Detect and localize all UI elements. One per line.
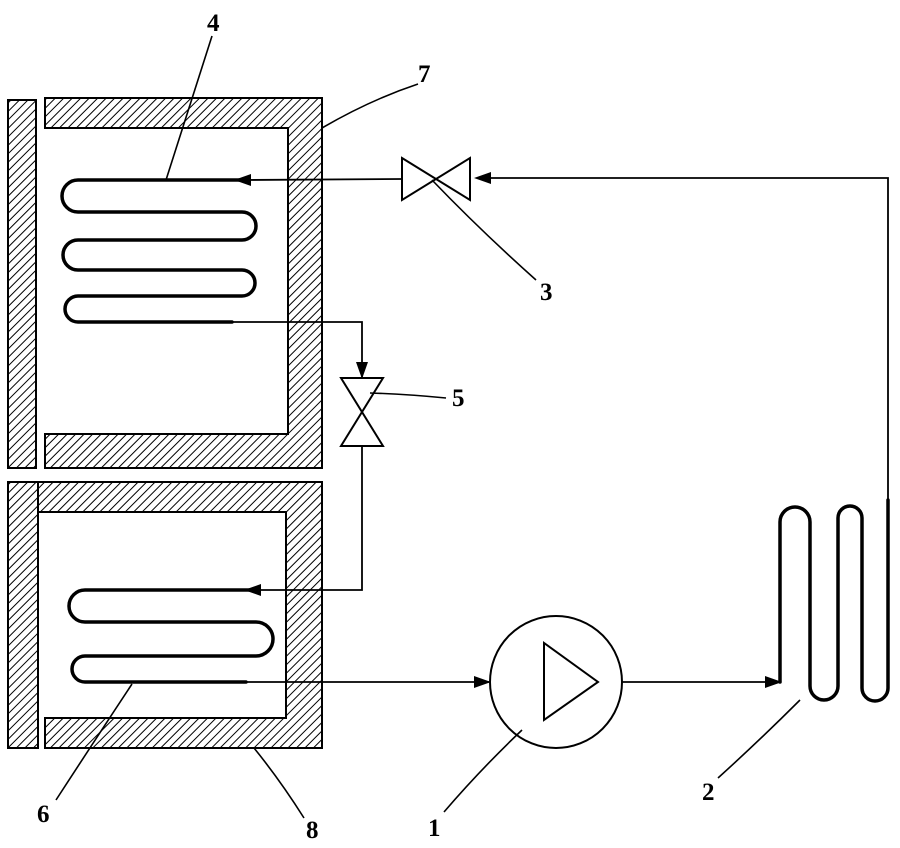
upper-compartment-door <box>7 99 37 469</box>
leader-line-7 <box>321 83 419 129</box>
arrow-left-into-valve-3 <box>474 172 491 184</box>
pipe-upper-coil-to-valve-5 <box>230 321 363 378</box>
lower-evaporator-coil <box>67 588 275 684</box>
lower-compartment-walls <box>37 481 323 749</box>
label-7: 7 <box>418 61 431 88</box>
pipe-valve-3-to-upper-coil <box>243 178 403 181</box>
pipe-condenser-to-valve-3 <box>488 177 889 500</box>
upper-compartment <box>7 97 323 469</box>
label-3: 3 <box>540 279 553 306</box>
arrow-down-into-valve-5 <box>356 362 368 379</box>
arrow-right-into-compressor <box>474 676 491 688</box>
arrow-left-into-lower-coil <box>244 584 261 596</box>
middle-expansion-valve <box>339 377 385 447</box>
leader-line-8 <box>253 747 305 819</box>
label-8: 8 <box>306 817 319 844</box>
leader-line-1 <box>443 729 523 813</box>
lower-compartment-door <box>7 481 39 749</box>
leader-line-2 <box>717 699 801 779</box>
compressor <box>489 615 623 749</box>
pipe-valve-5-to-lower-coil <box>250 446 363 591</box>
upper-expansion-valve <box>401 156 471 202</box>
label-4: 4 <box>207 10 220 37</box>
leader-line-6 <box>55 683 133 801</box>
upper-evaporator-coil <box>60 178 258 324</box>
compressor-body <box>489 615 623 749</box>
label-6: 6 <box>37 801 50 828</box>
label-5: 5 <box>452 385 465 412</box>
arrow-right-into-condenser <box>765 676 782 688</box>
label-1: 1 <box>428 815 441 842</box>
leader-line-3 <box>431 179 537 281</box>
leader-line-4 <box>165 35 213 181</box>
lower-compartment <box>7 481 323 749</box>
upper-compartment-walls <box>44 97 323 469</box>
label-2: 2 <box>702 779 715 806</box>
condenser-coil <box>778 498 890 703</box>
arrow-left-into-upper-coil <box>234 174 251 186</box>
compressor-triangle-icon <box>543 641 600 722</box>
leader-line-5 <box>369 392 447 399</box>
